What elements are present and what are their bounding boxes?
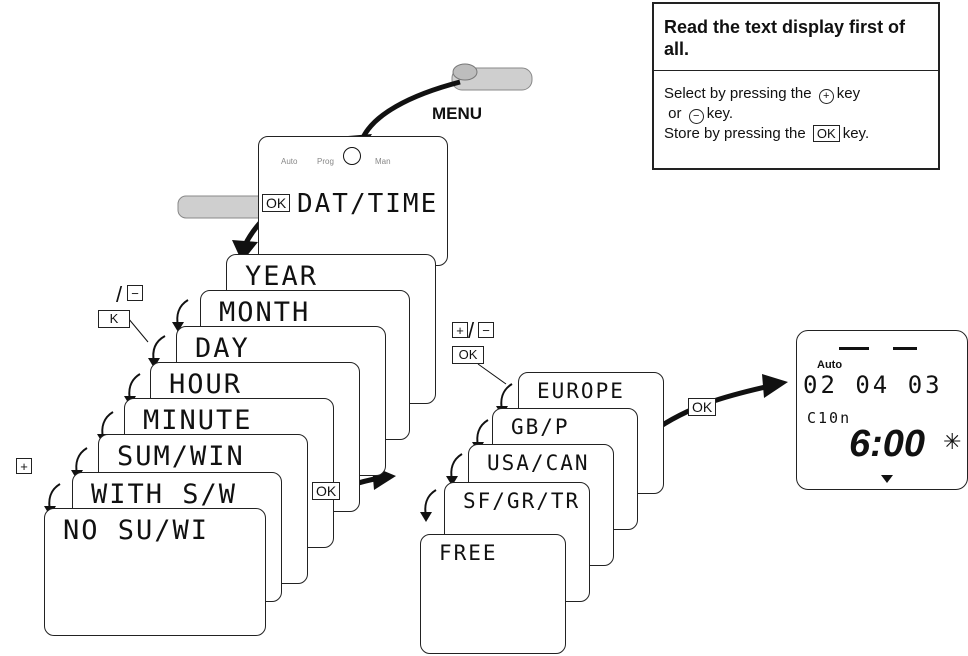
card-day-label: DAY: [195, 333, 250, 364]
card-free: FREE: [420, 534, 566, 654]
instruction-key-word: key: [836, 85, 861, 102]
card-no-suwi: NO SU/WI: [44, 508, 266, 636]
instruction-body: Select by pressing the +key or −key. Sto…: [664, 84, 869, 144]
mode-auto: Auto: [281, 157, 298, 166]
card-usa-can-label: USA/CAN: [487, 451, 590, 475]
plus-key-right: +: [452, 322, 468, 338]
ok-key-icon: OK: [812, 125, 840, 142]
instruction-line-store: Store by pressing the: [664, 125, 806, 142]
hand-icon-ok: [177, 195, 271, 219]
plus-key-icon: +: [818, 89, 834, 104]
clock-mode: Auto: [817, 359, 843, 371]
bar-indicator-1: [839, 339, 869, 350]
minus-key-right: −: [478, 322, 494, 338]
minus-key: −: [127, 285, 143, 301]
card-sf-gr-tr-label: SF/GR/TR: [463, 489, 581, 513]
menu-label: MENU: [432, 104, 483, 123]
card-with-sw-label: WITH S/W: [91, 479, 238, 510]
card-free-label: FREE: [439, 541, 498, 565]
card-sum-win-label: SUM/WIN: [117, 441, 245, 472]
sun-icon: ✳: [943, 429, 962, 454]
clock-time: 6:00: [849, 423, 926, 465]
card-europe-label: EUROPE: [537, 379, 625, 403]
mode-prog: Prog: [317, 157, 334, 166]
ok-key-clock: OK: [688, 398, 717, 416]
display-text: DAT/TIME: [297, 189, 439, 219]
clock-date: 02 04 03: [803, 371, 943, 399]
card-gbp-label: GB/P: [511, 415, 570, 439]
plus-key: +: [16, 458, 32, 474]
ok-key-top: OK: [262, 194, 291, 212]
instruction-key-word-3: key.: [842, 125, 870, 142]
bar-indicator-2: [893, 339, 917, 350]
slash-symbol-right: /: [468, 318, 475, 343]
clock-sub: C10n: [807, 409, 852, 427]
card-no-suwi-label: NO SU/WI: [63, 515, 210, 546]
card-minute-label: MINUTE: [143, 405, 253, 436]
down-arrow-icon: [881, 475, 893, 483]
card-hour-label: HOUR: [169, 369, 243, 400]
card-year-label: YEAR: [245, 261, 319, 292]
ok-key-right: OK: [452, 346, 484, 364]
mode-man: Man: [375, 157, 391, 166]
hand-icon: [451, 63, 533, 91]
card-month-label: MONTH: [219, 297, 311, 328]
clock-display: Auto 02 04 03 C10n 6:00 ✳: [796, 330, 968, 490]
ok-key-middle: OK: [312, 482, 341, 500]
instruction-line-select: Select by pressing the: [664, 85, 812, 102]
slash-symbol: /: [116, 282, 123, 307]
k-key: K: [98, 310, 130, 328]
instruction-box: Read the text display first of all. Sele…: [652, 2, 940, 170]
clock-icon: [343, 147, 361, 165]
minus-key-icon: −: [688, 109, 704, 124]
instruction-key-word-2: key.: [706, 105, 734, 122]
instruction-title: Read the text display first of all.: [654, 4, 938, 71]
instruction-or: or: [668, 105, 682, 122]
